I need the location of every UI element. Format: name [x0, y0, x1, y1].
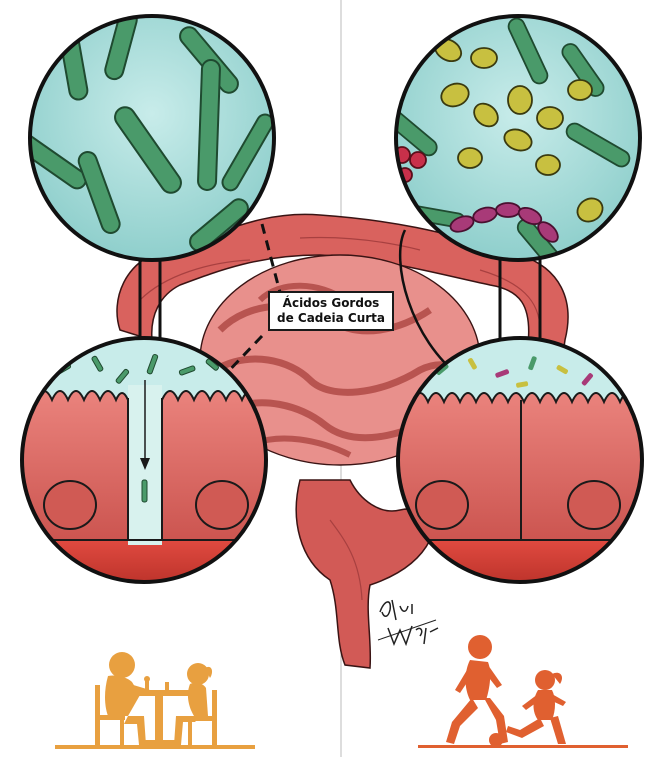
adult-and-child-playing-football-icon [418, 635, 628, 748]
label-line-2: de Cadeia Curta [277, 311, 385, 326]
artist-signature [378, 600, 438, 644]
bacterium-coccus [458, 148, 482, 168]
cell-nucleus [568, 481, 620, 529]
cell-nucleus [196, 481, 248, 529]
healthy-microbiota-circle [1, 9, 276, 260]
bacterium-red-coccus [410, 152, 426, 168]
healthy-epithelium-circle [20, 336, 270, 590]
dysbiosis-epithelium-circle [396, 336, 646, 590]
football-ball [489, 733, 503, 747]
cell-nucleus [416, 481, 468, 529]
label-line-1: Ácidos Gordos [283, 296, 380, 311]
bacterium-coccus [471, 48, 497, 68]
bacterium-rod [198, 60, 221, 191]
two-people-playing-chess-icon [55, 652, 255, 749]
bacterium-in-crypt [142, 480, 147, 502]
short-chain-fatty-acids-label: Ácidos Gordos de Cadeia Curta [268, 291, 394, 331]
bacterium-coccus [508, 86, 532, 114]
cell-nucleus [44, 481, 96, 529]
bacterium-coccus [536, 155, 560, 175]
bacterium-coccus [568, 80, 592, 100]
bacterium-chain [496, 203, 520, 217]
bacterium-coccus [537, 107, 563, 129]
